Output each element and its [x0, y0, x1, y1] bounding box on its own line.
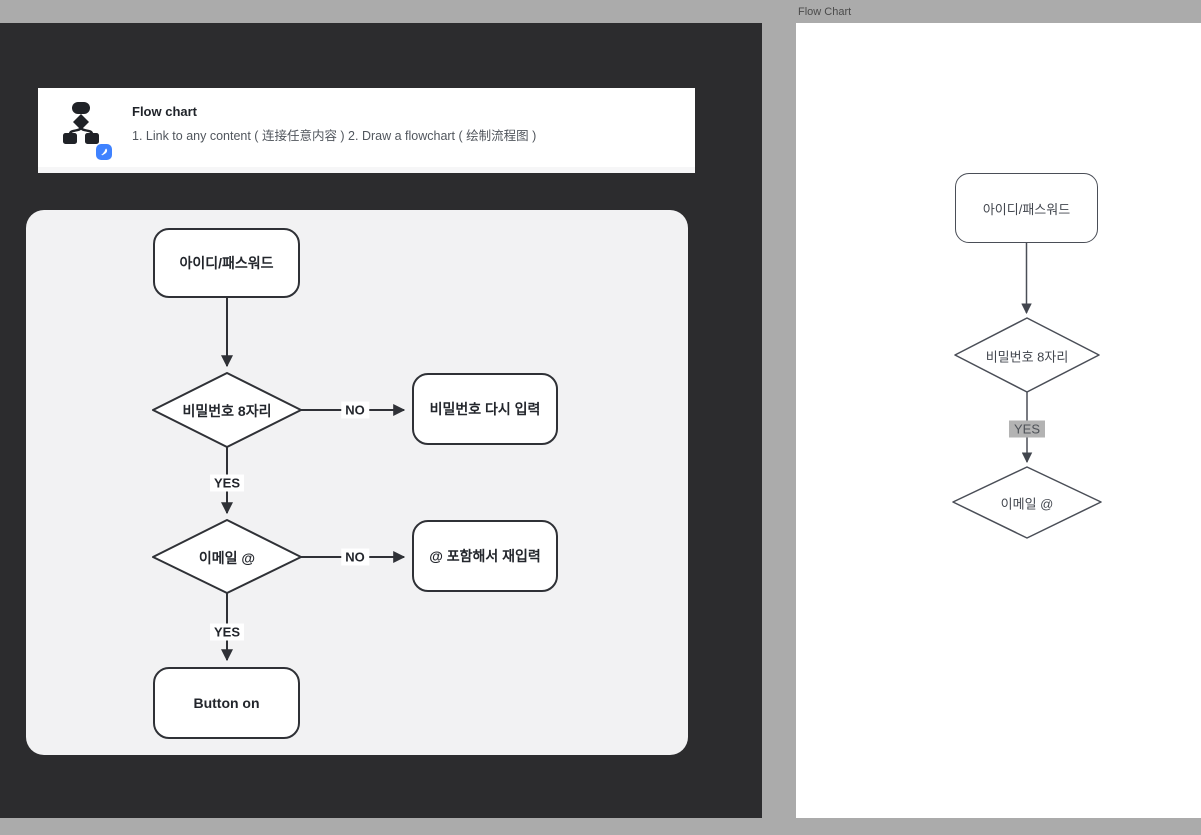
edge-label-yes-email: YES: [209, 623, 245, 641]
flowchart-icon: [58, 100, 112, 160]
node-start: 아이디/패스워드: [153, 228, 300, 298]
embed-card-footer: [38, 167, 695, 173]
canvas-yes-highlight-label[interactable]: YES: [1008, 420, 1046, 438]
node-start-label: 아이디/패스워드: [179, 255, 274, 271]
flowchart-embed-card[interactable]: Flow chart 1. Link to any content ( 连接任意…: [38, 88, 695, 173]
diamond-check-email: [152, 519, 302, 594]
canvas-edges: [952, 243, 1102, 539]
node-check-email-label: 이메일 @: [198, 550, 256, 566]
pen-link-badge-icon: [96, 144, 112, 160]
node-retry-email-label: @ 포함해서 재입력: [429, 548, 541, 564]
embed-card-title: Flow chart: [132, 104, 198, 119]
diamond-check-password: [152, 372, 302, 448]
edge-label-yes-password: YES: [209, 474, 245, 492]
embed-card-text: Flow chart 1. Link to any content ( 连接任意…: [132, 98, 536, 146]
node-retry-password-label: 비밀번호 다시 입력: [429, 401, 541, 417]
canvas-node-start-label: 아이디/패스워드: [982, 201, 1071, 217]
node-retry-password: 비밀번호 다시 입력: [412, 373, 558, 445]
canvas-node-check-password-label[interactable]: 비밀번호 8자리: [985, 349, 1069, 365]
canvas-node-check-email-label[interactable]: 이메일 @: [1000, 496, 1054, 512]
node-check-password-label: 비밀번호 8자리: [182, 403, 272, 419]
canvas-title: Flow Chart: [798, 6, 852, 18]
canvas-diamond-check-password: [954, 317, 1100, 393]
embed-card-description: 1. Link to any content ( 连接任意内容 ) 2. Dra…: [132, 129, 537, 143]
edge-label-no-email: NO: [341, 548, 369, 566]
flowchart-frame: 아이디/패스워드 비밀번호 8자리 비밀번호 다시 입력 이메일 @ @ 포함해…: [26, 210, 688, 755]
document-panel: Flow chart 1. Link to any content ( 连接任意…: [0, 23, 762, 818]
node-end: Button on: [153, 667, 300, 739]
node-end-label: Button on: [193, 695, 260, 711]
node-retry-email: @ 포함해서 재입력: [412, 520, 558, 592]
canvas-node-start[interactable]: 아이디/패스워드: [955, 173, 1098, 243]
whiteboard-canvas[interactable]: 아이디/패스워드 비밀번호 8자리 YES 이메일 @: [796, 23, 1201, 818]
edge-label-no-password: NO: [341, 401, 369, 419]
flowchart-edges: [152, 298, 406, 662]
canvas-diamond-check-email: [952, 466, 1102, 539]
